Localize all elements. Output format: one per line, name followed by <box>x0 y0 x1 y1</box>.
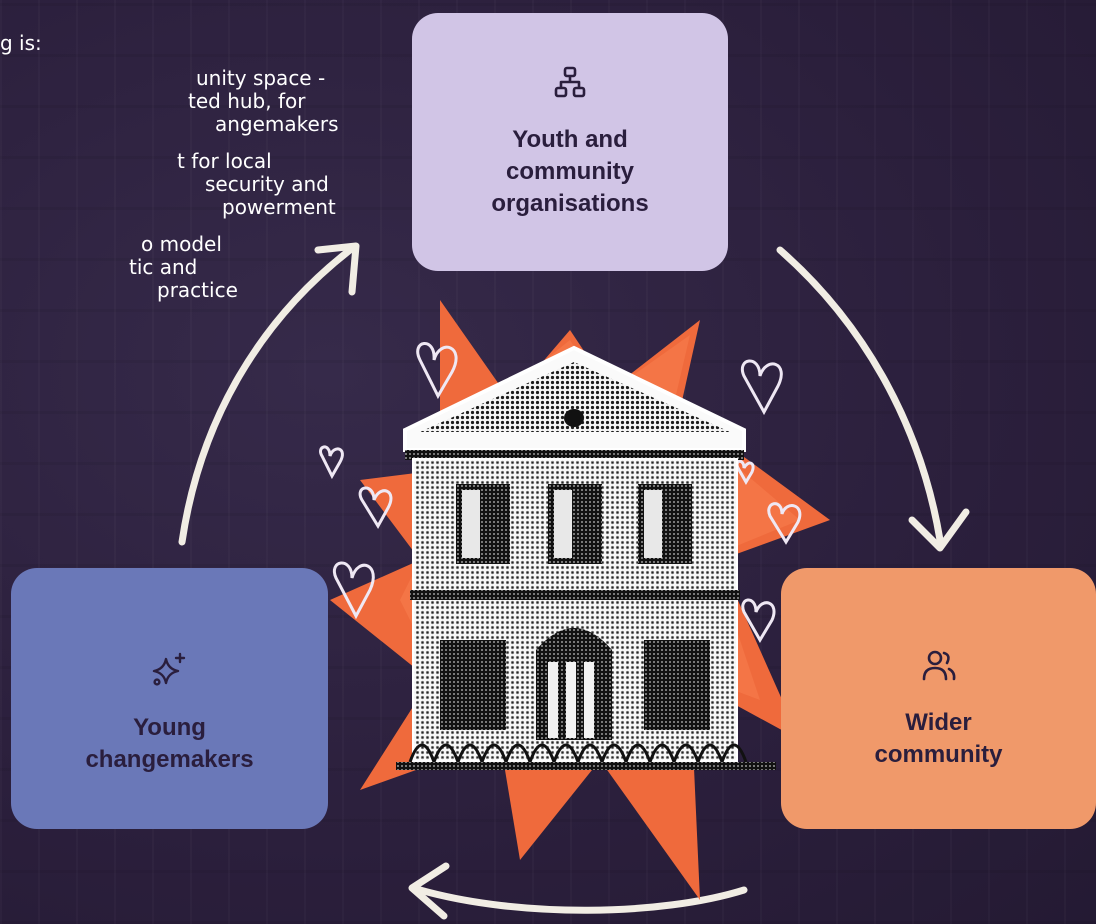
intro-heading: g is: <box>0 31 42 55</box>
hierarchy-icon <box>553 65 587 108</box>
benefit-line: unity space - <box>196 66 326 90</box>
arrow-youth-to-wider <box>776 246 944 544</box>
node-label: Youth and community organisations <box>491 125 649 217</box>
heart-icon <box>741 598 776 643</box>
heart-icon <box>319 445 344 480</box>
benefit-list: unity space - ted hub, for angemakers t … <box>0 67 339 302</box>
benefit-item: unity space - ted hub, for angemakers <box>0 67 339 136</box>
benefit-line: t for local <box>177 149 272 173</box>
arrow-head <box>908 508 970 552</box>
arrow-head <box>314 242 360 296</box>
benefit-line: security and <box>205 172 329 196</box>
arrow-wider-to-young <box>416 886 748 914</box>
building-illustration <box>396 345 776 770</box>
users-icon <box>921 648 957 691</box>
benefit-line: tic and <box>129 255 198 279</box>
cycle-arrows <box>178 242 970 920</box>
node-young-changemakers: Young changemakers <box>11 568 328 829</box>
heart-doodles <box>319 342 802 643</box>
heart-icon <box>416 342 458 400</box>
arrow-young-to-youth <box>178 246 354 546</box>
heart-icon <box>767 502 802 545</box>
benefit-line: angemakers <box>215 112 339 136</box>
benefit-item: t for local security and powerment <box>0 150 336 219</box>
heart-icon <box>332 561 375 620</box>
node-youth-organisations: Youth and community organisations <box>412 13 728 271</box>
heart-icon <box>740 359 783 416</box>
node-label: Young changemakers <box>85 714 254 773</box>
benefit-line: practice <box>157 278 238 302</box>
benefit-line: o model <box>141 232 222 256</box>
sparkles-icon <box>152 651 188 696</box>
node-wider-community: Wider community <box>781 568 1096 829</box>
heart-icon <box>358 486 393 529</box>
benefit-item: o model tic and practice <box>0 233 240 302</box>
intro-text-block: g is: unity space - ted hub, for angemak… <box>0 32 339 316</box>
benefit-line: ted hub, for <box>188 89 306 113</box>
benefit-line: powerment <box>222 195 336 219</box>
arrow-head <box>408 862 450 920</box>
node-label: Wider community <box>874 709 1003 768</box>
